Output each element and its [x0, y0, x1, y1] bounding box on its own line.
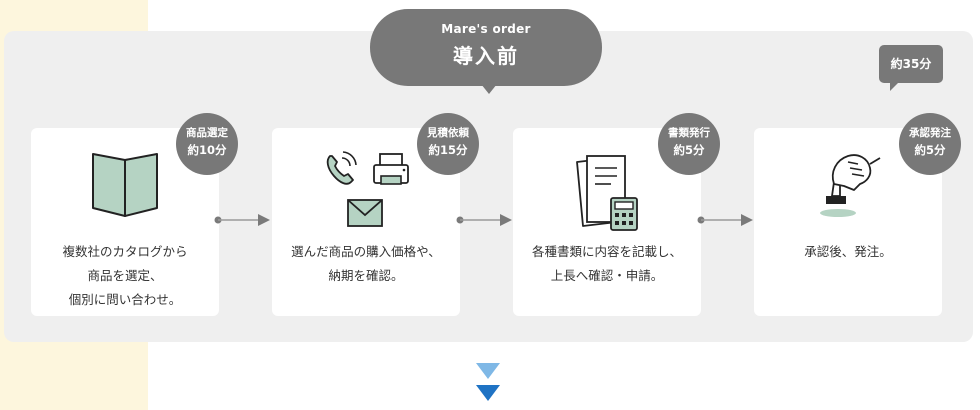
badge-title: 承認発注 — [909, 127, 951, 139]
description-line: 承認後、発注。 — [804, 244, 892, 259]
chevron-down-icon — [476, 363, 500, 401]
documents-calculator-icon — [576, 155, 638, 231]
description-line: 上長へ確認・申請。 — [550, 268, 664, 283]
phone-fax-mail-icons — [326, 151, 409, 227]
flow-arrow-icon — [456, 214, 512, 226]
step-description: 複数社のカタログから 商品を選定、 個別に問い合わせ。 — [31, 240, 219, 312]
open-book-icon — [92, 153, 158, 217]
fax-icon — [373, 153, 409, 185]
header-bubble: Mare's order 導入前 — [370, 9, 602, 86]
step-time-badge: 見積依頼 約15分 — [417, 113, 479, 175]
description-line: 複数社のカタログから — [62, 244, 188, 259]
step-time-badge: 承認発注 約5分 — [899, 113, 961, 175]
description-line: 各種書類に内容を記載し、 — [531, 244, 682, 259]
stamp-hand-icon — [820, 154, 881, 217]
calculator-icon — [610, 197, 638, 231]
badge-title: 商品選定 — [186, 127, 228, 139]
step-description: 承認後、発注。 — [754, 240, 942, 264]
description-line: 商品を選定、 — [87, 268, 163, 283]
step-time-badge: 商品選定 約10分 — [176, 113, 238, 175]
total-time-bubble: 約35分 — [879, 45, 943, 83]
badge-time: 約5分 — [914, 143, 946, 157]
phone-icon — [326, 151, 357, 185]
mail-icon — [347, 199, 383, 227]
badge-title: 見積依頼 — [427, 127, 469, 139]
total-time-tail — [890, 82, 899, 91]
description-line: 納期を確認。 — [328, 268, 404, 283]
badge-time: 約15分 — [428, 143, 468, 157]
badge-time: 約10分 — [187, 143, 227, 157]
step-time-badge: 書類発行 約5分 — [658, 113, 720, 175]
description-line: 個別に問い合わせ。 — [68, 292, 182, 307]
flow-arrow-icon — [697, 214, 753, 226]
flow-arrow-icon — [214, 214, 270, 226]
description-line: 選んだ商品の購入価格や、 — [291, 244, 441, 259]
step-card-product-selection: 複数社のカタログから 商品を選定、 個別に問い合わせ。 — [31, 128, 219, 316]
header-title: 導入前 — [453, 44, 519, 68]
header-bubble-tail — [481, 84, 497, 94]
badge-time: 約5分 — [673, 143, 705, 157]
step-description: 各種書類に内容を記載し、 上長へ確認・申請。 — [513, 240, 701, 288]
step-description: 選んだ商品の購入価格や、 納期を確認。 — [272, 240, 460, 288]
header-subtitle: Mare's order — [441, 22, 531, 36]
badge-title: 書類発行 — [668, 127, 710, 139]
